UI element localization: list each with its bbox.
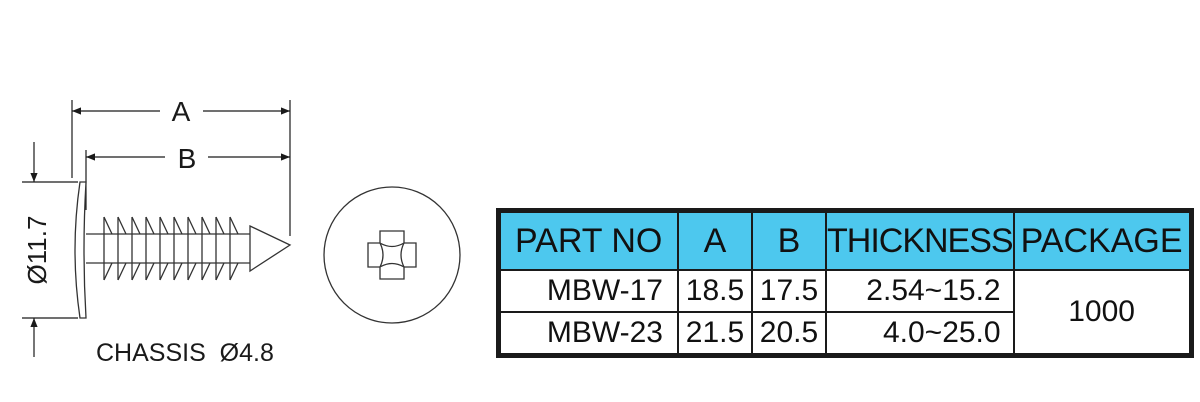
cell-a: 18.5 <box>677 269 753 313</box>
cell-thickness: 2.54~15.2 <box>825 269 1015 313</box>
table-header-row: PART NO A B THICKNESS PACKAGE <box>497 209 1193 271</box>
spec-table: PART NO A B THICKNESS PACKAGE MBW-17 18.… <box>496 208 1194 358</box>
header-package: PACKAGE <box>1012 209 1193 271</box>
dimension-b-label: B <box>178 143 197 174</box>
cell-part-no: MBW-23 <box>497 311 679 357</box>
table-row: MBW-23 21.5 20.5 4.0~25.0 <box>497 311 1192 357</box>
cell-b: 17.5 <box>751 269 827 313</box>
cell-part-no: MBW-17 <box>497 269 679 313</box>
cell-a: 21.5 <box>677 311 753 357</box>
diameter-label: Ø11.7 <box>22 216 52 285</box>
rivet-top-view <box>323 186 461 324</box>
cell-package: 1000 <box>1012 269 1193 357</box>
cell-b: 20.5 <box>751 311 827 357</box>
chassis-label: CHASSIS Ø4.8 <box>96 339 274 367</box>
table-row: MBW-17 18.5 17.5 2.54~15.2 1000 <box>497 269 1193 357</box>
dimension-diameter <box>22 142 78 357</box>
header-a: A <box>677 209 753 271</box>
header-thickness: THICKNESS <box>825 209 1015 271</box>
rivet-technical-drawing: A B Ø11.7 <box>22 96 461 367</box>
cell-thickness: 4.0~25.0 <box>825 311 1015 357</box>
rivet-side-view <box>74 181 292 319</box>
header-b: B <box>751 209 827 271</box>
dimension-a <box>71 100 291 236</box>
dimension-b <box>85 150 290 210</box>
header-part-no: PART NO <box>497 209 679 271</box>
dimension-a-label: A <box>172 96 191 127</box>
